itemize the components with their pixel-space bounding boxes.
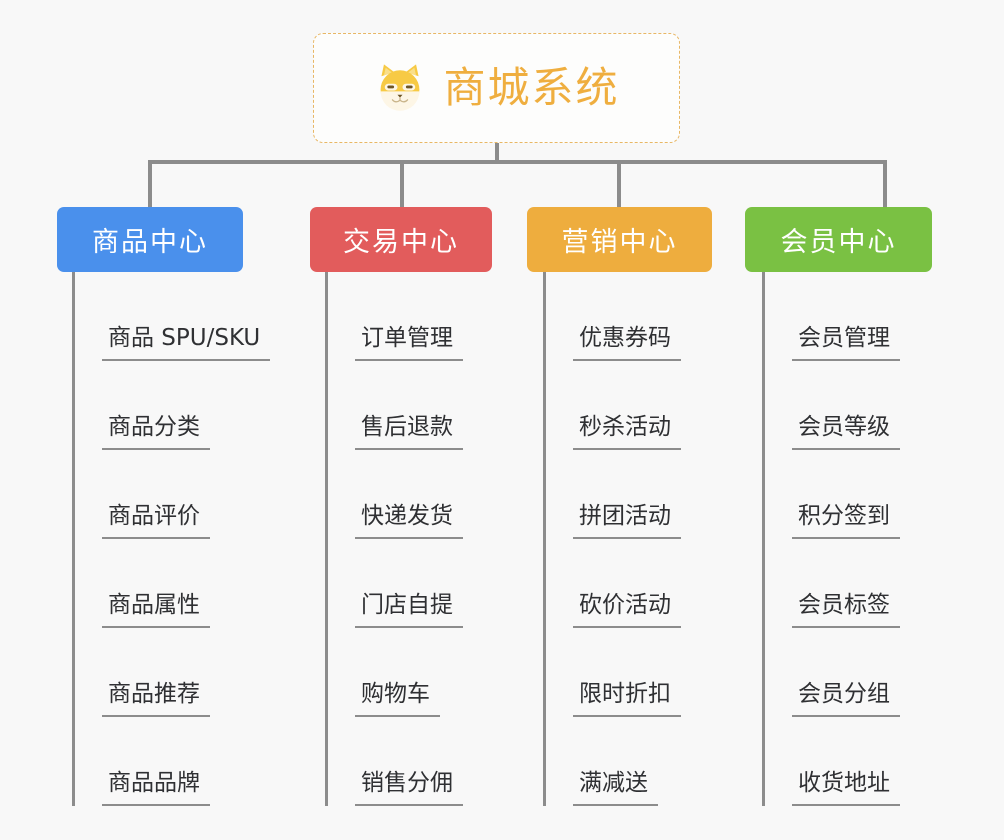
connector-drop-product-center [148, 160, 152, 207]
leaf-item-label: 积分签到 [792, 502, 900, 539]
category-box-product-center[interactable]: 商品中心 [57, 207, 243, 272]
leaf-item[interactable]: 商品评价 [72, 450, 270, 539]
shiba-dog-face-icon [373, 61, 427, 115]
leaf-item[interactable]: 拼团活动 [543, 450, 681, 539]
leaf-item-label: 秒杀活动 [573, 413, 681, 450]
leaf-item[interactable]: 售后退款 [325, 361, 463, 450]
leaf-item[interactable]: 会员分组 [762, 628, 900, 717]
connector-drop-marketing-center [617, 160, 621, 207]
leaf-item-label: 购物车 [355, 680, 440, 717]
leaf-column-rail [325, 272, 328, 806]
leaf-item[interactable]: 商品品牌 [72, 717, 270, 806]
category-label: 交易中心 [343, 227, 459, 258]
leaf-item-label: 限时折扣 [573, 680, 681, 717]
leaf-item-label: 订单管理 [355, 324, 463, 361]
leaf-item[interactable]: 商品分类 [72, 361, 270, 450]
leaf-item[interactable]: 销售分佣 [325, 717, 463, 806]
leaf-item-label: 商品推荐 [102, 680, 210, 717]
category-box-member-center[interactable]: 会员中心 [745, 207, 932, 272]
category-box-marketing-center[interactable]: 营销中心 [527, 207, 712, 272]
leaf-item-label: 收货地址 [792, 769, 900, 806]
leaf-item-label: 优惠券码 [573, 324, 681, 361]
leaf-item-label: 满减送 [573, 769, 658, 806]
leaf-column-rail [72, 272, 75, 806]
leaf-item[interactable]: 商品 SPU/SKU [72, 272, 271, 361]
leaf-item[interactable]: 会员等级 [762, 361, 900, 450]
leaf-item-label: 商品 SPU/SKU [102, 324, 271, 361]
connector-horizontal-bus [148, 160, 887, 164]
leaf-item-label: 商品分类 [102, 413, 210, 450]
leaf-item-label: 门店自提 [355, 591, 463, 628]
leaf-item[interactable]: 砍价活动 [543, 539, 681, 628]
leaf-item-label: 会员管理 [792, 324, 900, 361]
leaf-item[interactable]: 限时折扣 [543, 628, 681, 717]
leaf-item-label: 销售分佣 [355, 769, 463, 806]
leaf-column-product-center: 商品 SPU/SKU 商品分类 商品评价 商品属性 商品推荐 商品品牌 [72, 272, 271, 806]
leaf-item[interactable]: 会员管理 [762, 272, 900, 361]
connector-drop-trade-center [400, 160, 404, 207]
leaf-item-label: 会员等级 [792, 413, 900, 450]
connector-root-stem [495, 143, 499, 164]
leaf-item-label: 商品评价 [102, 502, 210, 539]
category-label: 商品中心 [92, 227, 208, 258]
leaf-item-label: 快递发货 [355, 502, 463, 539]
leaf-item[interactable]: 会员标签 [762, 539, 900, 628]
leaf-item-label: 砍价活动 [573, 591, 681, 628]
leaf-item[interactable]: 购物车 [325, 628, 463, 717]
leaf-item-label: 售后退款 [355, 413, 463, 450]
leaf-column-rail [543, 272, 546, 806]
leaf-item-label: 商品品牌 [102, 769, 210, 806]
leaf-item[interactable]: 满减送 [543, 717, 681, 806]
leaf-item[interactable]: 商品推荐 [72, 628, 270, 717]
leaf-column-marketing-center: 优惠券码 秒杀活动 拼团活动 砍价活动 限时折扣 满减送 [543, 272, 681, 806]
category-label: 营销中心 [561, 227, 678, 258]
leaf-item[interactable]: 收货地址 [762, 717, 900, 806]
leaf-item-label: 拼团活动 [573, 502, 681, 539]
root-node-title: 商城系统 [443, 63, 620, 112]
leaf-item[interactable]: 订单管理 [325, 272, 463, 361]
root-node-shopping-mall-system[interactable]: 商城系统 [313, 33, 680, 143]
leaf-item[interactable]: 商品属性 [72, 539, 270, 628]
category-label: 会员中心 [780, 227, 897, 258]
leaf-item[interactable]: 门店自提 [325, 539, 463, 628]
category-box-trade-center[interactable]: 交易中心 [310, 207, 492, 272]
leaf-item-label: 会员分组 [792, 680, 900, 717]
leaf-item[interactable]: 快递发货 [325, 450, 463, 539]
leaf-item-label: 会员标签 [792, 591, 900, 628]
leaf-column-trade-center: 订单管理 售后退款 快递发货 门店自提 购物车 销售分佣 [325, 272, 463, 806]
leaf-column-member-center: 会员管理 会员等级 积分签到 会员标签 会员分组 收货地址 [762, 272, 900, 806]
connector-drop-member-center [883, 160, 887, 207]
leaf-item[interactable]: 秒杀活动 [543, 361, 681, 450]
leaf-column-rail [762, 272, 765, 806]
leaf-item-label: 商品属性 [102, 591, 210, 628]
leaf-item[interactable]: 积分签到 [762, 450, 900, 539]
leaf-item[interactable]: 优惠券码 [543, 272, 681, 361]
